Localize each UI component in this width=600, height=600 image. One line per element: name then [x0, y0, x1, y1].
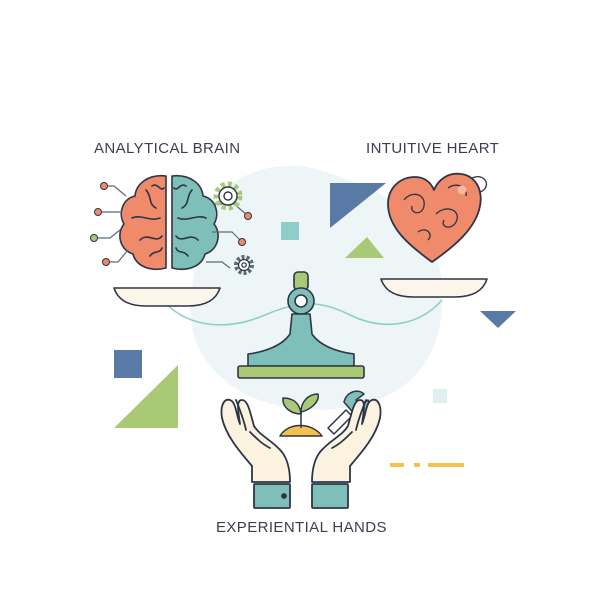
experiential-hands-label: EXPERIENTIAL HANDS: [216, 519, 387, 536]
green-triangle-large: [114, 365, 178, 428]
green-triangle-small: [345, 237, 384, 258]
intuitive-heart-label: INTUITIVE HEART: [366, 140, 500, 157]
navy-square: [114, 350, 142, 378]
sprout-icon: [279, 393, 323, 437]
teal-square: [281, 222, 299, 240]
left-pan: [113, 287, 221, 307]
right-pan: [380, 278, 488, 298]
gear-small-icon: [234, 255, 254, 275]
analytical-brain-label: ANALYTICAL BRAIN: [94, 140, 241, 157]
heart-icon: [387, 172, 488, 263]
circuit-nodes: [90, 182, 252, 266]
balance-scale-icon: [237, 271, 365, 379]
background-blob: [190, 165, 443, 410]
light-square: [433, 389, 447, 403]
gear-icon: [213, 181, 243, 211]
left-hand-icon: [220, 398, 291, 509]
navy-triangle-top: [330, 183, 386, 228]
navy-triangle-right: [480, 311, 516, 328]
right-hand-icon: [311, 398, 382, 509]
brain-icon: [119, 174, 219, 270]
